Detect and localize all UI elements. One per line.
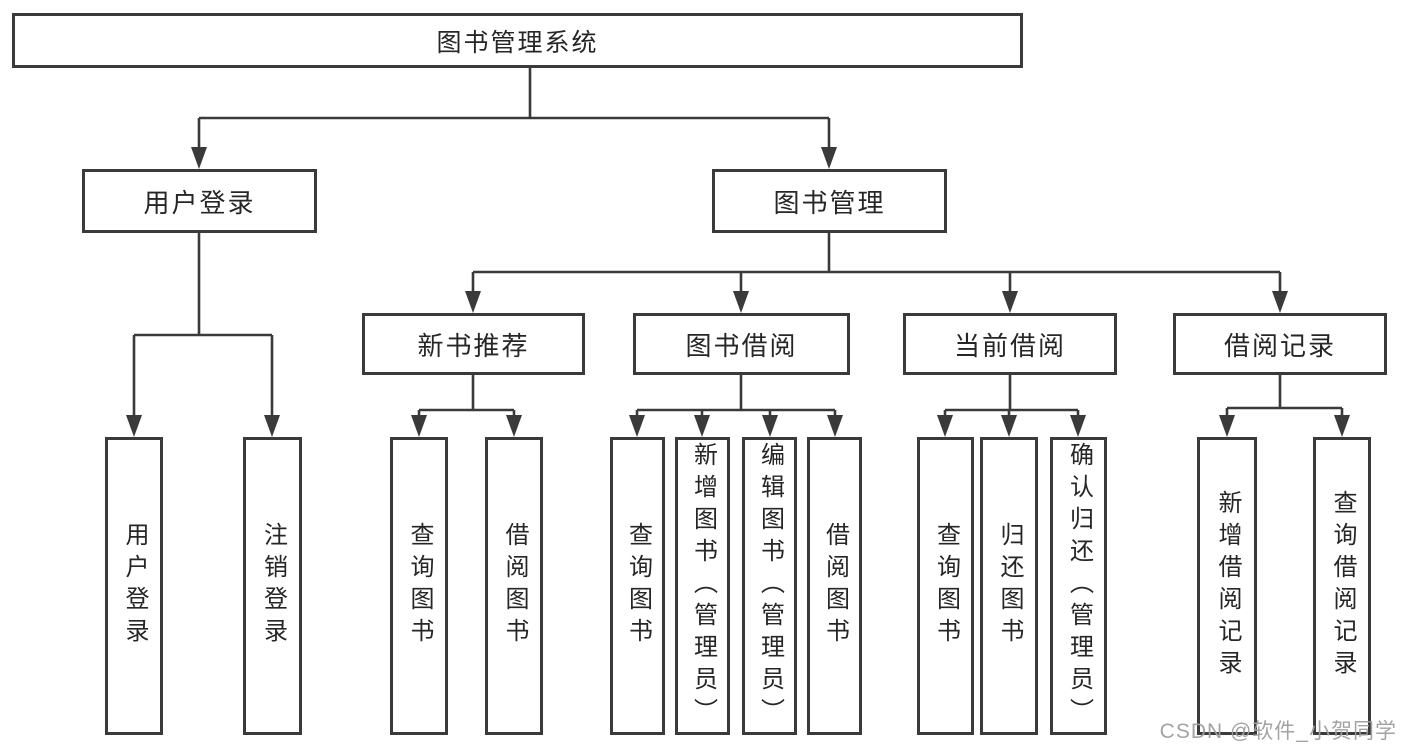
leaf-borrow-books-recommend: 借阅图书 bbox=[485, 437, 543, 735]
leaf-confirm-return-admin: 确认归还（管理员） bbox=[1050, 437, 1107, 735]
leaf-query-books-borrow: 查询图书 bbox=[610, 437, 665, 735]
leaf-user-login: 用户登录 bbox=[105, 437, 163, 735]
leaf-query-books-recommend: 查询图书 bbox=[390, 437, 448, 735]
node-library-management-system: 图书管理系统 bbox=[12, 13, 1023, 68]
node-label: 查询图书 bbox=[406, 522, 433, 650]
node-label: 当前借阅 bbox=[953, 330, 1066, 361]
node-label: 图书管理系统 bbox=[436, 28, 599, 57]
connector-paths bbox=[132, 68, 1344, 425]
node-label: 编辑图书（管理员） bbox=[756, 442, 784, 730]
node-label: 新增图书（管理员） bbox=[689, 442, 717, 730]
csdn-watermark: CSDN @软件_小贺同学 bbox=[1159, 720, 1397, 743]
node-label: 归还图书 bbox=[996, 522, 1023, 650]
leaf-logout: 注销登录 bbox=[243, 437, 302, 735]
leaf-edit-books-admin: 编辑图书（管理员） bbox=[742, 437, 797, 735]
node-label: 图书管理 bbox=[773, 187, 886, 218]
node-label: 查询图书 bbox=[932, 522, 960, 650]
node-book-management: 图书管理 bbox=[712, 169, 947, 233]
leaf-add-books-admin: 新增图书（管理员） bbox=[675, 437, 730, 735]
node-label: 借阅记录 bbox=[1223, 330, 1336, 361]
node-label: 确认归还（管理员） bbox=[1065, 442, 1093, 730]
leaf-query-books-current: 查询图书 bbox=[917, 437, 974, 735]
node-label: 注销登录 bbox=[259, 522, 287, 650]
leaf-query-borrow-record: 查询借阅记录 bbox=[1313, 437, 1371, 735]
leaf-borrow-books: 借阅图书 bbox=[807, 437, 862, 735]
node-label: 用户登录 bbox=[121, 522, 148, 650]
node-label: 借阅图书 bbox=[501, 522, 528, 650]
node-label: 查询借阅记录 bbox=[1329, 490, 1356, 682]
node-label: 借阅图书 bbox=[821, 522, 849, 650]
leaf-add-borrow-record: 新增借阅记录 bbox=[1197, 437, 1257, 735]
node-current-borrowing: 当前借阅 bbox=[903, 313, 1117, 375]
leaf-return-books: 归还图书 bbox=[980, 437, 1038, 735]
node-new-book-recommendation: 新书推荐 bbox=[362, 313, 585, 375]
node-label: 查询图书 bbox=[624, 522, 652, 650]
node-borrowing-records: 借阅记录 bbox=[1173, 313, 1387, 375]
node-user-login: 用户登录 bbox=[82, 169, 317, 233]
node-label: 图书借阅 bbox=[685, 330, 798, 361]
node-label: 新增借阅记录 bbox=[1214, 490, 1241, 682]
node-label: 用户登录 bbox=[143, 187, 256, 218]
node-book-borrowing: 图书借阅 bbox=[633, 313, 850, 375]
node-label: 新书推荐 bbox=[417, 330, 530, 361]
